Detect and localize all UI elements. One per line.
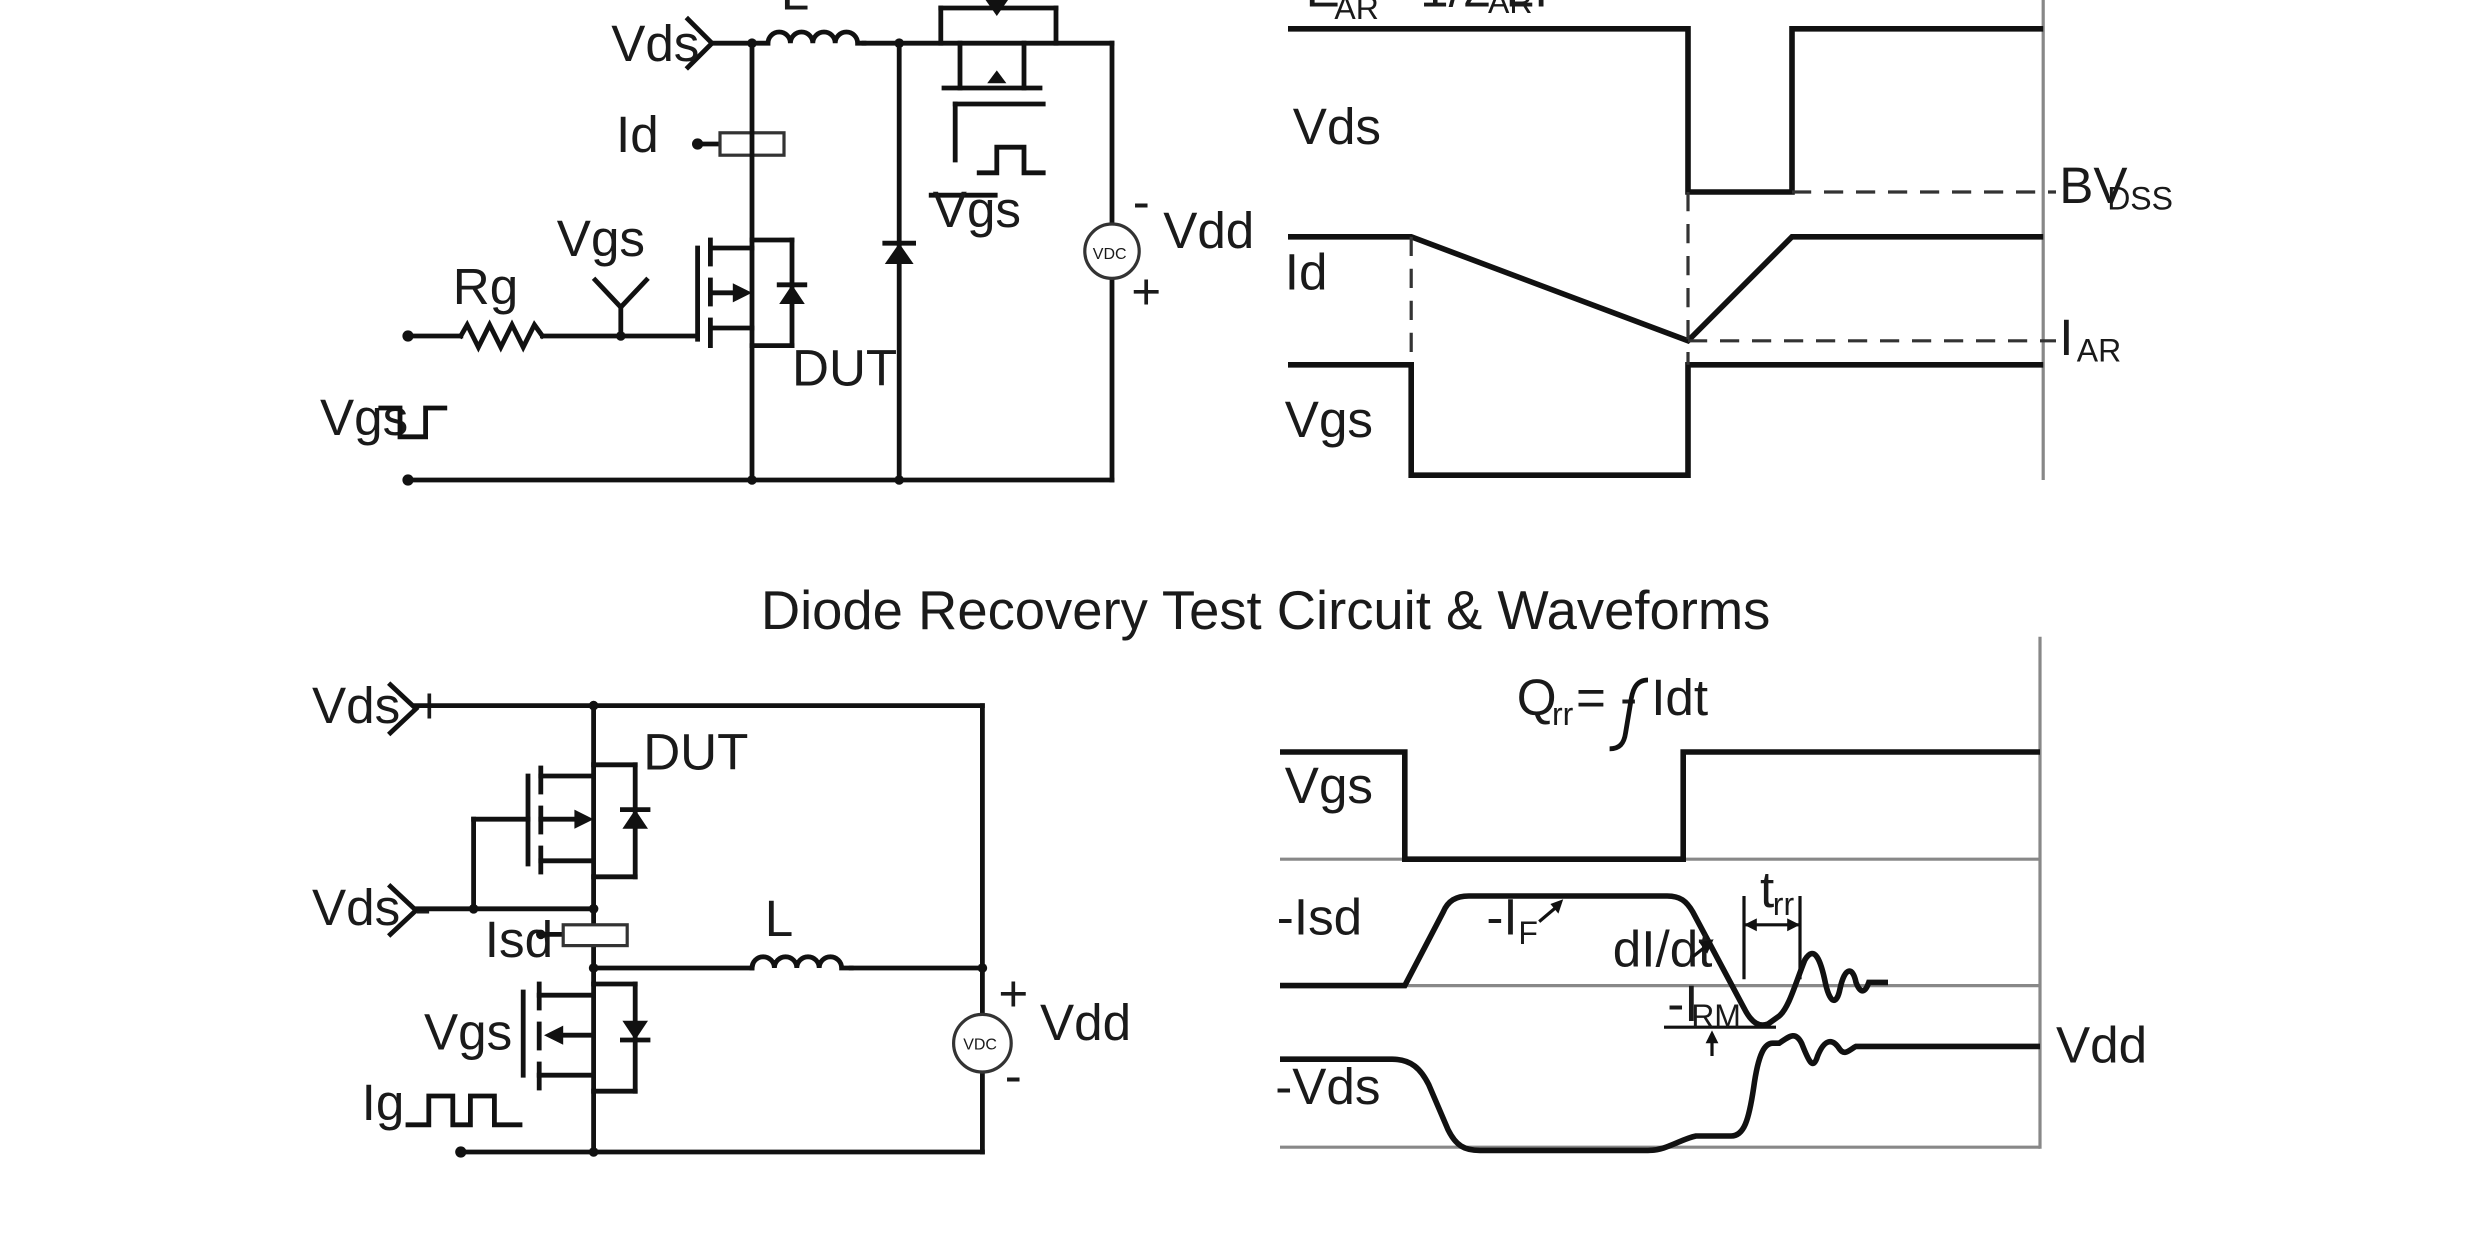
vds-minus-label: Vds - <box>312 879 431 936</box>
diode-recovery-title: Diode Recovery Test Circuit & Waveforms <box>761 580 1771 641</box>
isd-waveform <box>1280 893 1888 1028</box>
dut-label-2: DUT <box>643 724 748 781</box>
trr-sub: rr <box>1773 886 1795 922</box>
id-wave-label: Id <box>1285 244 1328 301</box>
energy-equation: E AR = 1/2 LI AR <box>1306 0 1549 26</box>
didt-label: dI/dt <box>1613 920 1713 977</box>
isd-label: Isd <box>485 911 553 968</box>
vds-waveform-2 <box>1280 1033 2040 1154</box>
isd-wave-label: -Isd <box>1277 888 1362 945</box>
inductor <box>749 29 867 46</box>
gate-resistor <box>457 319 546 353</box>
vgs-input-label: Vgs <box>320 389 408 446</box>
svg-text:Q: Q <box>1517 669 1557 726</box>
vgs-label-2: Vgs <box>424 1004 512 1061</box>
avalanche-waveforms: E AR = 1/2 LI AR Vds BV DSS Id I AR Vgs <box>1285 0 2173 480</box>
vdd-wave-label: Vdd <box>2056 1016 2147 1073</box>
bvdss-sub: DSS <box>2107 181 2173 217</box>
integral-sign <box>1609 677 1649 752</box>
svg-text:AR: AR <box>1488 0 1532 20</box>
avalanche-test-circuit: Vds L Id DUT <box>320 0 1254 486</box>
svg-text:rr: rr <box>1552 696 1574 732</box>
vgs-bar-pulse <box>976 144 1046 176</box>
vgs-input-pulse <box>378 405 448 440</box>
bvdss-label: BV <box>2059 157 2127 214</box>
vdd-plus: + <box>1131 263 1161 320</box>
irm-label: -I <box>1667 975 1698 1032</box>
lower-mosfet <box>520 981 651 1094</box>
inductor-label: L <box>781 0 809 21</box>
freewheel-diode <box>884 243 914 264</box>
id-waveform <box>1288 234 2044 345</box>
vdc-label: VDC <box>1093 246 1127 263</box>
vdd-source <box>1083 222 1141 280</box>
ig-pulse-train <box>405 1093 523 1128</box>
vgs-wave-label: Vgs <box>1285 391 1373 448</box>
vds-label: Vds <box>611 15 699 72</box>
qrr-equation: Q rr = - Idt <box>1517 669 1708 752</box>
inductor-label-2: L <box>765 890 793 947</box>
vdc-label-2: VDC <box>963 1037 997 1054</box>
diode-recovery-waveforms: Q rr = - Idt Vgs -Isd -I F dI/dt t rr -I <box>1275 636 2147 1154</box>
vdd-source-2 <box>952 1012 1013 1074</box>
ig-label: Ig <box>362 1074 405 1131</box>
iar-sub: AR <box>2077 333 2121 369</box>
if-label: -I <box>1486 888 1517 945</box>
vdd-minus-2: - <box>1005 1047 1022 1104</box>
diode-recovery-circuit: Vds + DUT Vds - Isd <box>312 677 1131 1158</box>
if-sub: F <box>1518 915 1538 951</box>
dut-label: DUT <box>792 340 897 397</box>
vgs-probe <box>591 276 650 311</box>
dut-mosfet <box>695 237 808 348</box>
vdd-label: Vdd <box>1163 202 1254 259</box>
svg-text:E: E <box>1306 0 1340 17</box>
irm-sub: RM <box>1691 998 1741 1034</box>
dut-upper-mosfet <box>471 762 651 912</box>
vds-waveform <box>1288 26 2044 195</box>
svg-text:AR: AR <box>1334 0 1378 26</box>
isd-sense-resistor <box>561 923 629 948</box>
vgs-bar-label: Vgs <box>933 181 1021 238</box>
vgs-probe-label: Vgs <box>557 210 645 267</box>
vgs-wave-label-2: Vgs <box>1285 757 1373 814</box>
trr-label: t <box>1760 861 1774 918</box>
vds-plus-terminal <box>387 681 420 737</box>
rg-label: Rg <box>453 258 518 315</box>
vds-wave-label-2: -Vds <box>1275 1058 1380 1115</box>
svg-text:Idt: Idt <box>1651 669 1708 726</box>
vgs-waveform-2 <box>1280 749 2040 862</box>
clamp-switch <box>938 0 1059 163</box>
vds-wave-label: Vds <box>1293 98 1381 155</box>
vgs-waveform <box>1288 362 2044 478</box>
vdd-minus: - <box>1133 173 1150 230</box>
svg-text:= 1/2 LI: = 1/2 LI <box>1376 0 1548 17</box>
vdd-plus-2: + <box>998 965 1028 1022</box>
iar-label: I <box>2059 309 2073 366</box>
vdd-label-2: Vdd <box>1040 994 1131 1051</box>
inductor-2 <box>749 954 854 971</box>
id-label: Id <box>616 106 659 163</box>
